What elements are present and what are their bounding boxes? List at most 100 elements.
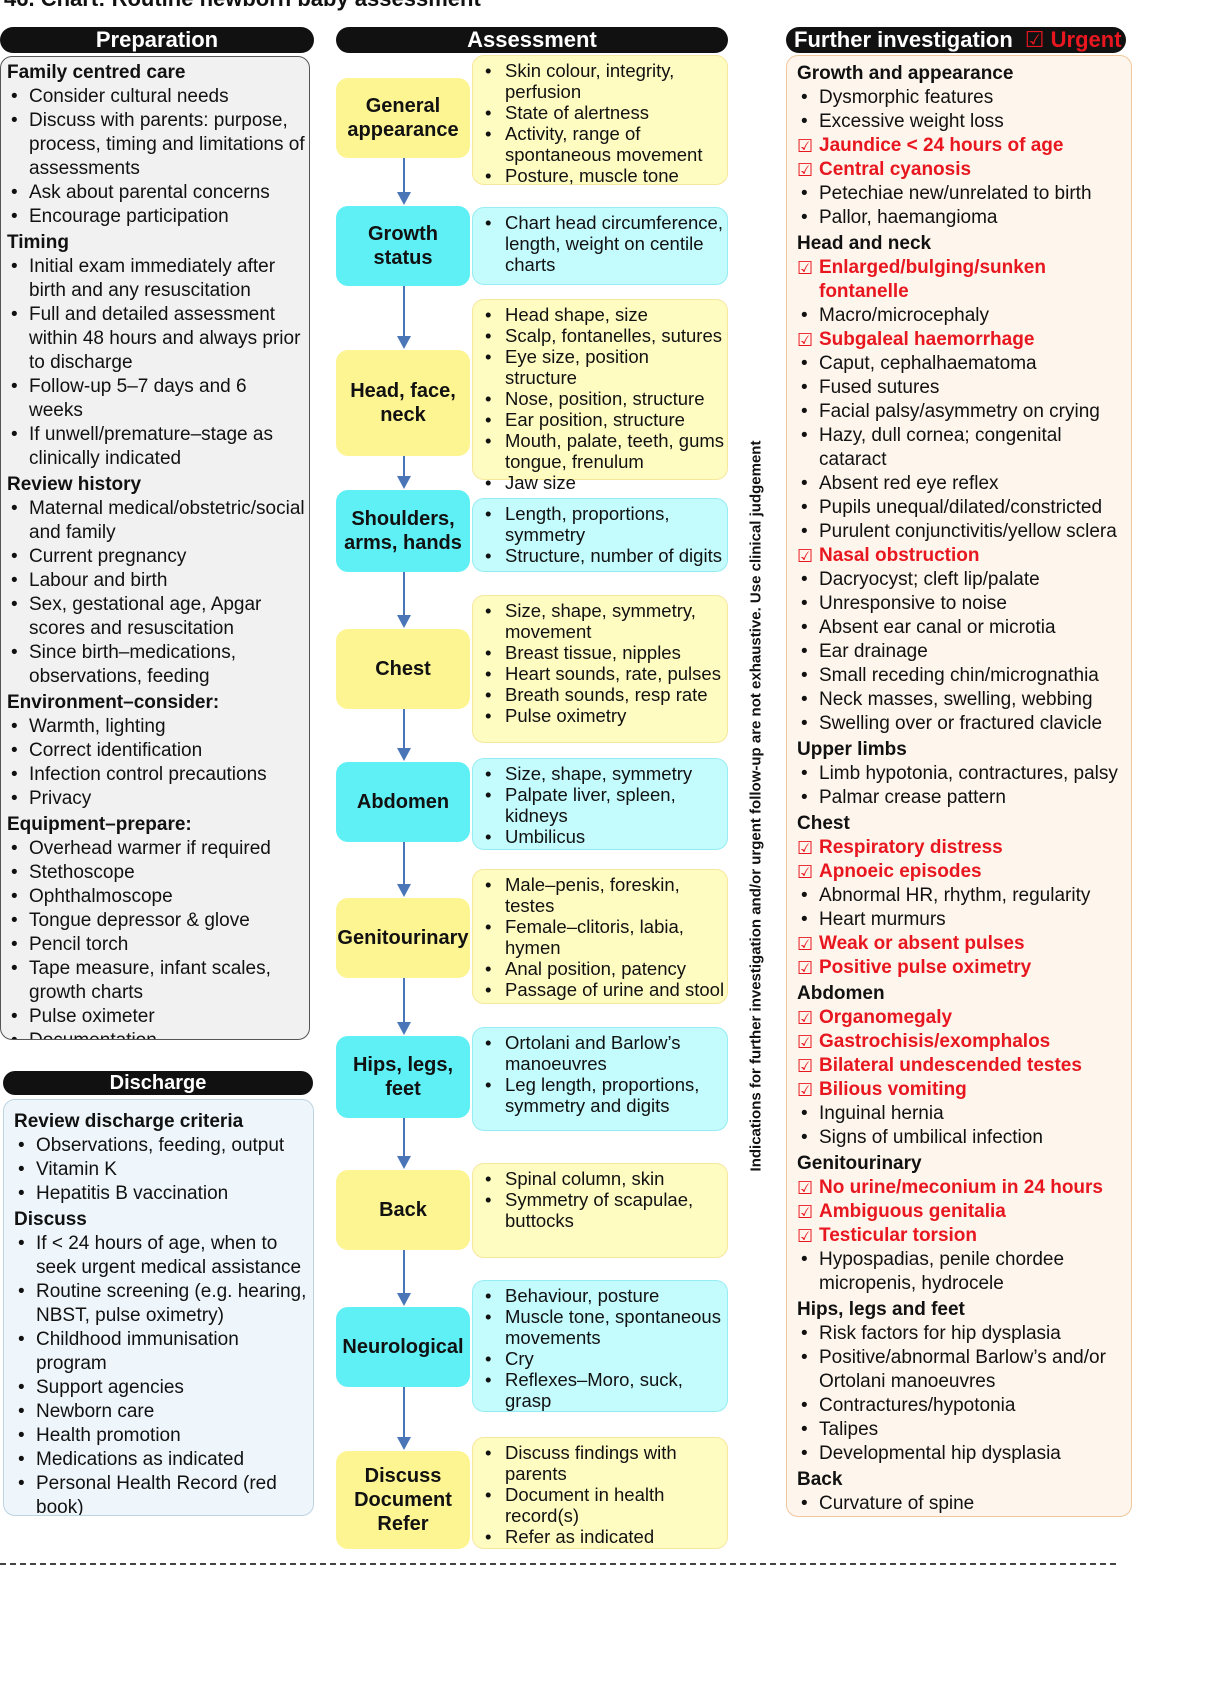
- assessment-detail-list: Chart head circumference, length, weight…: [483, 212, 725, 275]
- assessment-step-label: Head, face, neck: [350, 380, 456, 426]
- assessment-step-label: Back: [379, 1199, 427, 1221]
- assessment-step: Shoulders, arms, hands: [336, 490, 470, 572]
- list-item: Support agencies: [14, 1376, 309, 1400]
- list-item: Excessive weight loss: [797, 110, 1131, 134]
- flow-arrow: [397, 158, 411, 205]
- assessment-step: Head, face, neck: [336, 350, 470, 456]
- assessment-detail-item: Nose, position, structure: [483, 388, 725, 409]
- section-title: Equipment–prepare:: [7, 814, 192, 835]
- list-item: Observations, feeding, output: [14, 1134, 309, 1158]
- flow-arrow: [397, 709, 411, 761]
- section-list: Consider cultural needsDiscuss with pare…: [7, 85, 305, 229]
- assessment-detail-item: Breath sounds, resp rate: [483, 684, 725, 705]
- flow-arrow: [397, 1250, 411, 1306]
- discharge-header: Discharge: [3, 1071, 313, 1095]
- section-list: Respiratory distressApnoeic episodesAbno…: [797, 836, 1131, 980]
- further-investigation-title: Further investigation: [794, 27, 1013, 52]
- section-list: Limb hypotonia, contractures, palsyPalma…: [797, 762, 1131, 810]
- list-item: Warmth, lighting: [7, 715, 305, 739]
- flow-arrow: [397, 1118, 411, 1169]
- urgent-item: Bilious vomiting: [797, 1078, 1131, 1102]
- list-item: Hypospadias, penile chordee micropenis, …: [797, 1248, 1131, 1296]
- assessment-detail-item: Pulse oximetry: [483, 705, 725, 726]
- assessment-detail-item: Anal position, patency: [483, 958, 725, 979]
- list-item: Pallor, haemangioma: [797, 206, 1131, 230]
- assessment-detail-item: Activity, range of spontaneous movement: [483, 123, 725, 165]
- list-item: Small receding chin/micrognathia: [797, 664, 1131, 688]
- urgent-item: Subgaleal haemorrhage: [797, 328, 1131, 352]
- section-title: Growth and appearance: [797, 63, 1014, 84]
- assessment-detail-item: Structure, number of digits: [483, 545, 725, 566]
- list-item: Hazy, dull cornea; congenital cataract: [797, 424, 1131, 472]
- urgent-item: Organomegaly: [797, 1006, 1131, 1030]
- list-item: Pupils unequal/dilated/constricted: [797, 496, 1131, 520]
- list-item: Signs of umbilical infection: [797, 1126, 1131, 1150]
- urgent-item: Enlarged/bulging/sunken fontanelle: [797, 256, 1131, 304]
- assessment-detail-box: Size, shape, symmetry, movementBreast ti…: [472, 595, 728, 743]
- list-item: Neck masses, swelling, webbing: [797, 688, 1131, 712]
- urgent-item: Respiratory distress: [797, 836, 1131, 860]
- list-item: Consider cultural needs: [7, 85, 305, 109]
- assessment-detail-item: State of alertness: [483, 102, 725, 123]
- assessment-detail-list: Behaviour, postureMuscle tone, spontaneo…: [483, 1285, 725, 1411]
- flow-arrow: [397, 1387, 411, 1450]
- list-item: Newborn care: [14, 1400, 309, 1424]
- list-item: Swelling over or fractured clavicle: [797, 712, 1131, 736]
- assessment-step-label: Discuss Document Refer: [354, 1465, 452, 1535]
- section-list: Enlarged/bulging/sunken fontanelleMacro/…: [797, 256, 1131, 736]
- assessment-detail-item: Scalp, fontanelles, sutures: [483, 325, 725, 346]
- assessment-detail-list: Head shape, sizeScalp, fontanelles, sutu…: [483, 304, 725, 493]
- urgent-item: Jaundice < 24 hours of age: [797, 134, 1131, 158]
- assessment-header: Assessment: [336, 27, 728, 53]
- section-list: OrganomegalyGastrochisis/exomphalosBilat…: [797, 1006, 1131, 1150]
- assessment-step-label: Genitourinary: [337, 927, 469, 949]
- assessment-detail-item: Size, shape, symmetry, movement: [483, 600, 725, 642]
- assessment-step-label: Shoulders, arms, hands: [344, 508, 462, 554]
- section-title: Environment–consider:: [7, 692, 220, 713]
- assessment-step: Chest: [336, 629, 470, 709]
- list-item: Ask about parental concerns: [7, 181, 305, 205]
- assessment-detail-item: Skin colour, integrity, perfusion: [483, 60, 725, 102]
- list-item: Facial palsy/asymmetry on crying: [797, 400, 1131, 424]
- assessment-detail-item: Discuss findings with parents: [483, 1442, 725, 1484]
- assessment-step: Hips, legs, feet: [336, 1036, 470, 1118]
- section-title: Timing: [7, 232, 69, 253]
- section-title: Head and neck: [797, 233, 932, 254]
- list-item: Tape measure, infant scales, growth char…: [7, 957, 305, 1005]
- list-item: Purulent conjunctivitis/yellow sclera: [797, 520, 1131, 544]
- assessment-detail-box: Size, shape, symmetryPalpate liver, sple…: [472, 758, 728, 850]
- assessment-detail-list: Ortolani and Barlow’s manoeuvresLeg leng…: [483, 1032, 725, 1116]
- list-item: Limb hypotonia, contractures, palsy: [797, 762, 1131, 786]
- assessment-detail-item: Reflexes–Moro, suck, grasp: [483, 1369, 725, 1411]
- urgent-item: Apnoeic episodes: [797, 860, 1131, 884]
- list-item: Current pregnancy: [7, 545, 305, 569]
- assessment-detail-list: Length, proportions, symmetryStructure, …: [483, 503, 725, 566]
- list-item: Ophthalmoscope: [7, 885, 305, 909]
- urgent-item: Nasal obstruction: [797, 544, 1131, 568]
- list-item: Initial exam immediately after birth and…: [7, 255, 305, 303]
- list-item: Full and detailed assessment within 48 h…: [7, 303, 305, 375]
- assessment-detail-item: Chart head circumference, length, weight…: [483, 212, 725, 275]
- list-item: Pencil torch: [7, 933, 305, 957]
- section-list: Maternal medical/obstetric/social and fa…: [7, 497, 305, 689]
- assessment-detail-box: Head shape, sizeScalp, fontanelles, sutu…: [472, 299, 728, 493]
- urgent-item: No urine/meconium in 24 hours: [797, 1176, 1131, 1200]
- list-item: Fused sutures: [797, 376, 1131, 400]
- further-investigation-header: Further investigation ☑ Urgent: [786, 27, 1126, 53]
- urgent-legend: ☑ Urgent: [1024, 27, 1122, 52]
- assessment-detail-box: Chart head circumference, length, weight…: [472, 207, 728, 285]
- section-title: Back: [797, 1469, 843, 1490]
- assessment-detail-item: Breast tissue, nipples: [483, 642, 725, 663]
- list-item: Labour and birth: [7, 569, 305, 593]
- list-item: Absent ear canal or microtia: [797, 616, 1131, 640]
- assessment-detail-box: Behaviour, postureMuscle tone, spontaneo…: [472, 1280, 728, 1412]
- flow-arrow: [397, 842, 411, 897]
- list-item: Medications as indicated: [14, 1448, 309, 1472]
- assessment-step: Genitourinary: [336, 898, 470, 978]
- list-item: Heart murmurs: [797, 908, 1131, 932]
- urgent-item: Ambiguous genitalia: [797, 1200, 1131, 1224]
- assessment-detail-item: Jaw size: [483, 472, 725, 493]
- assessment-detail-item: Male–penis, foreskin, testes: [483, 874, 725, 916]
- section-title: Hips, legs and feet: [797, 1299, 965, 1320]
- flow-arrow: [397, 456, 411, 489]
